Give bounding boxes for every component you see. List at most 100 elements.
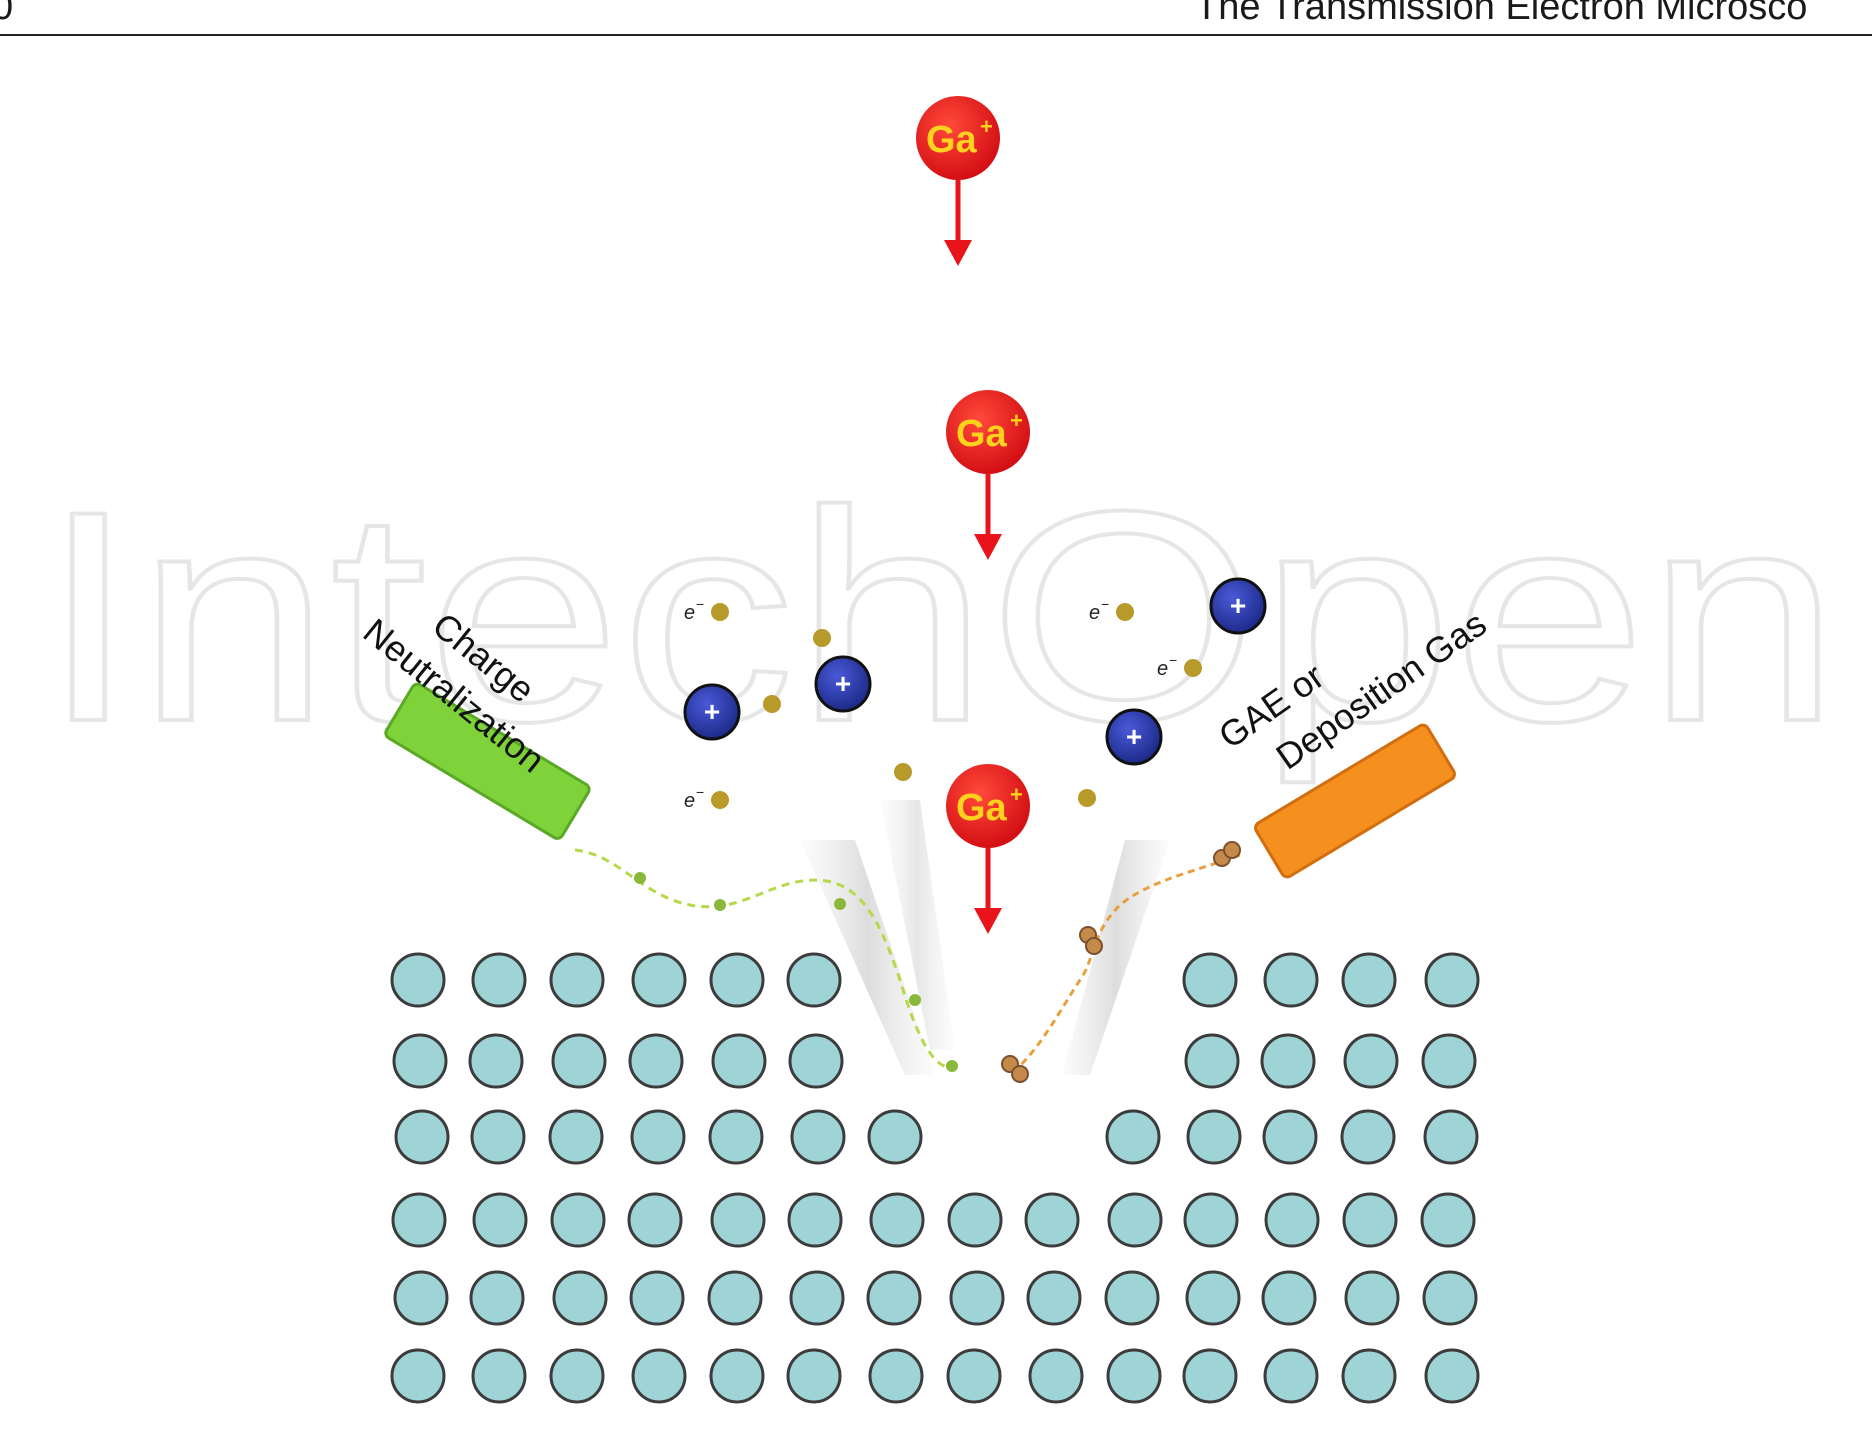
lattice-atom xyxy=(1340,1109,1396,1165)
positive-ion-sphere xyxy=(1105,708,1163,766)
gas-molecule xyxy=(1085,937,1103,955)
header-rule xyxy=(0,34,1872,36)
lattice-atom xyxy=(471,1348,527,1404)
lattice-atom xyxy=(630,1109,686,1165)
electron-charge: − xyxy=(1101,596,1109,612)
lattice-atom xyxy=(869,1192,925,1248)
lattice-atom xyxy=(1264,1192,1320,1248)
lattice-atom xyxy=(949,1270,1005,1326)
lattice-atom xyxy=(468,1033,524,1089)
lattice-atom xyxy=(392,1033,448,1089)
ga-ion-charge: + xyxy=(1010,408,1023,433)
ga-ion-sphere xyxy=(916,96,1000,180)
lattice-atom xyxy=(1421,1033,1477,1089)
flood-electrons xyxy=(634,872,958,1072)
gas-molecule xyxy=(1223,841,1241,859)
lattice-atom xyxy=(709,952,765,1008)
lattice-atom xyxy=(470,1109,526,1165)
charge-neutralization-tool xyxy=(384,682,591,840)
lattice-atom xyxy=(552,1270,608,1326)
lattice-atom xyxy=(628,1033,684,1089)
lattice-atom xyxy=(707,1270,763,1326)
flood-electron xyxy=(634,872,646,884)
lattice-atom xyxy=(790,1109,846,1165)
positive-ion: + xyxy=(814,655,872,713)
lattice-atom xyxy=(1186,1109,1242,1165)
lattice-atom xyxy=(1105,1109,1161,1165)
lattice-atom xyxy=(709,1348,765,1404)
lattice-atom xyxy=(1182,952,1238,1008)
lattice-atom xyxy=(1343,1033,1399,1089)
lattice-atom xyxy=(946,1348,1002,1404)
lattice-atom xyxy=(1341,1348,1397,1404)
lattice-atom xyxy=(1342,1192,1398,1248)
lattice-atom xyxy=(787,1192,843,1248)
gas-molecule xyxy=(1011,1065,1029,1083)
secondary-electron: e− xyxy=(1157,652,1202,680)
lattice-atom xyxy=(1026,1270,1082,1326)
lattice-atom xyxy=(868,1348,924,1404)
sputter-trail-left xyxy=(800,840,935,1075)
lattice-atom xyxy=(549,1348,605,1404)
ga-ion-arrow-head xyxy=(974,534,1002,560)
sputter-trail-right xyxy=(1062,840,1170,1075)
positive-ion: + xyxy=(1209,577,1267,635)
electron-label: e xyxy=(1157,658,1168,680)
lattice-atom xyxy=(393,1270,449,1326)
lattice-atom xyxy=(394,1109,450,1165)
lattice-atom xyxy=(1024,1192,1080,1248)
lattice-atom xyxy=(1422,1270,1478,1326)
lattice-atom xyxy=(1424,1348,1480,1404)
lattice-atom xyxy=(710,1192,766,1248)
lattice-atom xyxy=(1183,1192,1239,1248)
ga-ion-arrow-head xyxy=(974,908,1002,934)
electron-dot xyxy=(1184,659,1202,677)
running-title: The Transmission Electron Microsco xyxy=(1195,0,1808,28)
electron-flood-path xyxy=(574,848,951,1070)
gas-molecules xyxy=(1001,841,1241,1083)
lattice-atom xyxy=(631,1348,687,1404)
lattice-atom xyxy=(1424,952,1480,1008)
positive-ion: + xyxy=(1105,708,1163,766)
positive-ion-symbol: + xyxy=(1126,721,1142,752)
secondary-electron: e− xyxy=(1089,596,1134,624)
ga-ion-label: Ga xyxy=(956,787,1008,829)
lattice-atom xyxy=(550,1192,606,1248)
lattice-atom xyxy=(629,1270,685,1326)
electron-charge: − xyxy=(696,596,704,612)
ga-ion-charge: + xyxy=(980,114,993,139)
electron-dot xyxy=(813,629,831,647)
lattice-atom xyxy=(1106,1348,1162,1404)
electron-charge: − xyxy=(696,784,704,800)
lattice-atom xyxy=(631,952,687,1008)
lattice-atom xyxy=(627,1192,683,1248)
sputter-trail-left-2 xyxy=(880,800,955,1050)
lattice-atom xyxy=(1261,1270,1317,1326)
charge-neutralization-nozzle xyxy=(384,682,591,840)
lattice-atom xyxy=(1104,1270,1160,1326)
ga-ion-label: Ga xyxy=(956,413,1008,455)
lattice-atom xyxy=(390,952,446,1008)
lattice-atom xyxy=(1263,1348,1319,1404)
gas-flow-path xyxy=(1009,853,1241,1077)
lattice-atom xyxy=(471,952,527,1008)
lattice-atom xyxy=(1420,1192,1476,1248)
lattice-atom xyxy=(549,952,605,1008)
ga-ion-sphere xyxy=(946,764,1030,848)
electron-dot xyxy=(1116,603,1134,621)
flood-electron xyxy=(714,899,726,911)
electron-label: e xyxy=(684,790,695,812)
lattice-atom xyxy=(551,1033,607,1089)
lattice-atom xyxy=(788,1033,844,1089)
lattice-atom xyxy=(1341,952,1397,1008)
lattice-atom xyxy=(548,1109,604,1165)
gas-injection-nozzle xyxy=(1254,723,1456,879)
secondary-electron: e− xyxy=(684,784,729,812)
positive-ion-symbol: + xyxy=(704,696,720,727)
electron-dot xyxy=(894,763,912,781)
positive-ion-symbol: + xyxy=(1230,590,1246,621)
flood-electron xyxy=(946,1060,958,1072)
ga-ion-label: Ga xyxy=(926,119,978,161)
